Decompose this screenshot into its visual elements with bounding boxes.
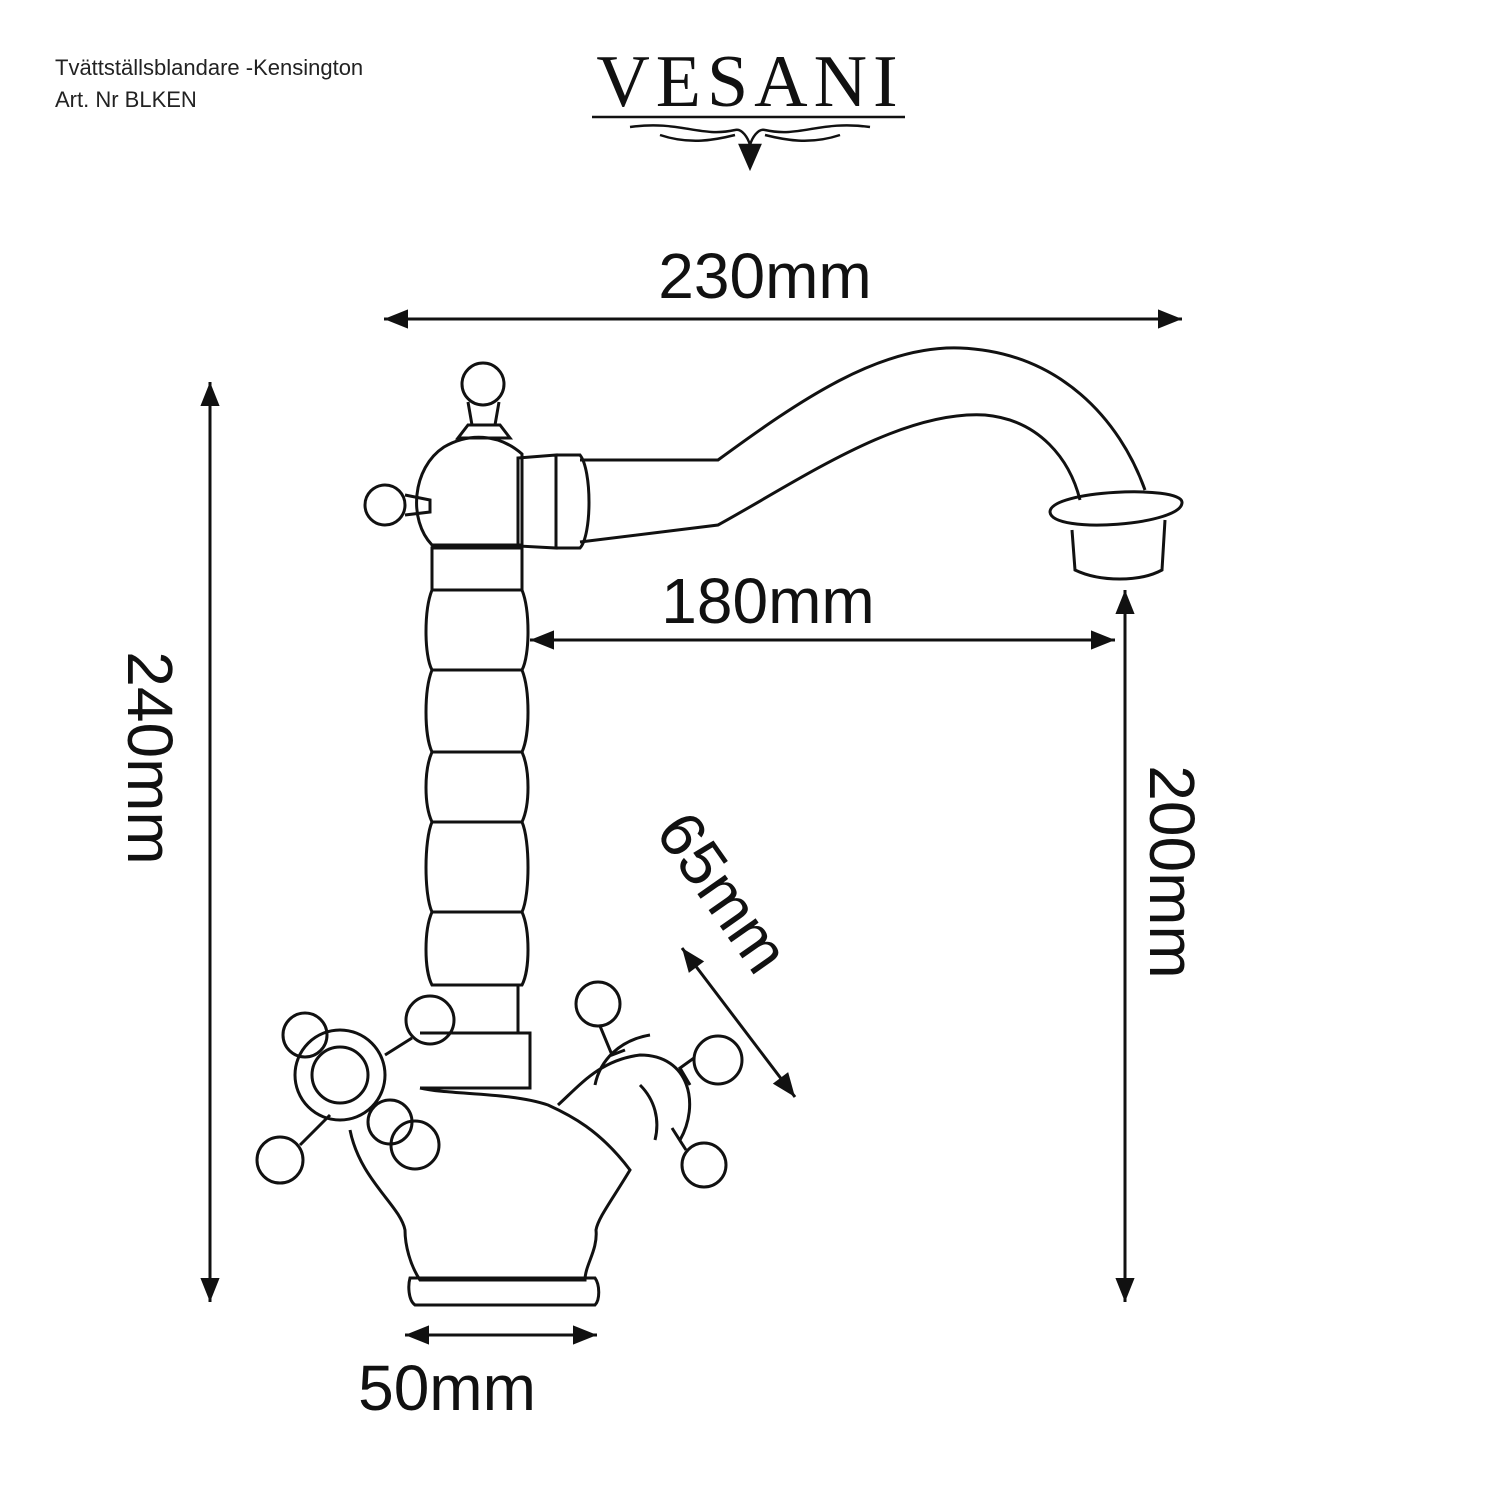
article-number: Art. Nr BLKEN — [55, 87, 197, 112]
product-name: Tvättställsblandare -Kensington — [55, 55, 364, 80]
brand-logo-text: VESANI — [596, 41, 904, 123]
dim-label-180mm: 180mm — [661, 565, 874, 637]
product-header: Tvättställsblandare -Kensington Art. Nr … — [55, 52, 363, 116]
dim-label-65mm: 65mm — [643, 799, 804, 986]
faucet-outline — [255, 346, 1184, 1307]
dim-label-230mm: 230mm — [658, 240, 871, 312]
dimension-lines — [200, 309, 1182, 1345]
dim-label-50mm: 50mm — [358, 1352, 536, 1424]
dim-label-200mm: 200mm — [1136, 765, 1208, 978]
dim-line-65mm — [680, 947, 797, 1098]
brand-ornament — [592, 115, 905, 172]
dim-label-240mm: 240mm — [114, 651, 186, 864]
